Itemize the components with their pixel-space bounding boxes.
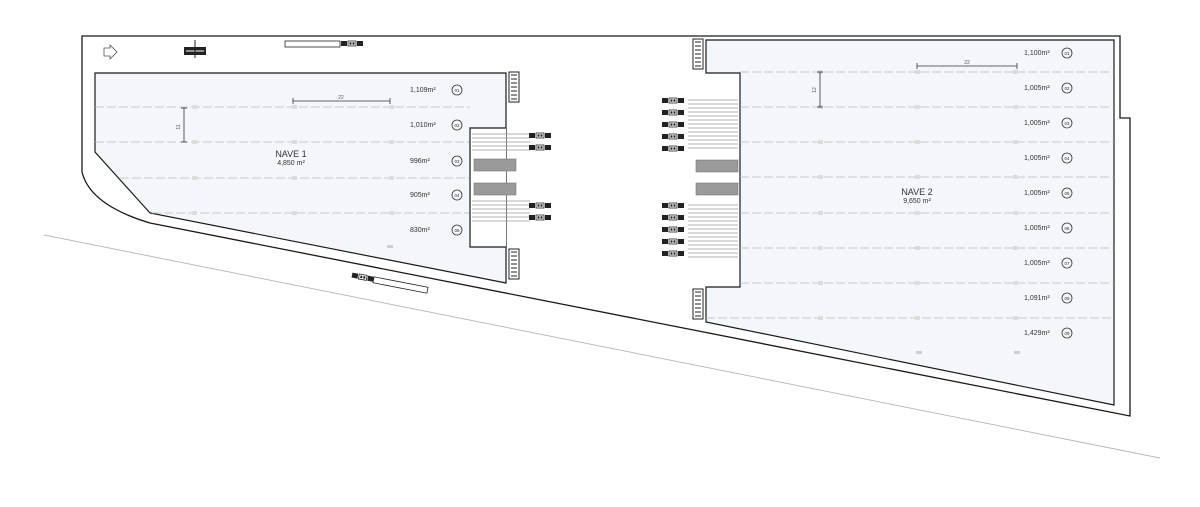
- module-tag: 07: [1064, 261, 1070, 266]
- module-tag: 06: [1064, 226, 1070, 231]
- module-tag-icon: [451, 84, 463, 236]
- module-tag-icon: [1061, 47, 1073, 339]
- module-area: 1,005m²: [1024, 190, 1050, 197]
- module-area: 830m²: [410, 227, 431, 234]
- nave-1-dock-door: [473, 158, 517, 172]
- module-area: 1,109m²: [410, 87, 436, 94]
- module-tag: 04: [1064, 156, 1070, 161]
- nave-2: 22 12 NAVE 2 9,650 m² 1,100m² 1,005m² 1,…: [661, 38, 1115, 406]
- nave-1-dim-height: 11: [176, 107, 187, 143]
- street-line: [43, 234, 1161, 459]
- nave-2-name: NAVE 2: [901, 187, 932, 197]
- module-tag: 04: [454, 193, 460, 198]
- nave-1-column-marks: [192, 105, 394, 215]
- module-tag: 05: [1064, 191, 1070, 196]
- module-area: 1,005m²: [1024, 260, 1050, 267]
- roller-door-icon: [692, 288, 704, 320]
- nave-1-marker: [387, 245, 393, 248]
- nave-2-floor: [705, 39, 1115, 406]
- module-area: 1,005m²: [1024, 225, 1050, 232]
- module-tag: 01: [1064, 51, 1070, 56]
- dim-width-label: 22: [338, 95, 344, 101]
- nave-1-area: 4,850 m²: [277, 160, 305, 167]
- nave-2-area: 9,650 m²: [903, 198, 931, 205]
- nave-1-dock-ramps: [472, 133, 530, 222]
- nave-2-module-labels: 1,100m² 1,005m² 1,005m² 1,005m² 1,005m² …: [1024, 47, 1073, 339]
- roller-door-icon: [508, 71, 520, 103]
- module-tag: 08: [1064, 296, 1070, 301]
- roller-door-icon: [692, 38, 704, 70]
- barrier-icon: [351, 272, 429, 294]
- nave-2-dim-width: 22: [916, 60, 1018, 69]
- module-area: 1,429m²: [1024, 330, 1050, 337]
- module-tag: 02: [1064, 86, 1070, 91]
- dim-height-label: 11: [176, 124, 182, 129]
- entry-arrow-icon: [103, 44, 118, 60]
- nave-1-dock-door: [473, 182, 517, 196]
- module-area: 1,010m²: [410, 122, 436, 129]
- barrier-icon: [284, 40, 364, 48]
- nave-2-dim-height: 12: [812, 71, 823, 108]
- nave-2-marker: [916, 351, 922, 354]
- dim-width-label: 22: [964, 60, 970, 66]
- roller-door-icon: [508, 248, 520, 280]
- nave-2-dock-door: [695, 182, 739, 196]
- nave-2-dock-ramps: [688, 99, 738, 258]
- gate-icon: [184, 40, 206, 58]
- nave-2-dock-door: [695, 159, 739, 173]
- module-area: 1,005m²: [1024, 120, 1050, 127]
- nave-2-marker: [1014, 351, 1020, 354]
- module-tag: 03: [454, 159, 460, 164]
- dim-height-label: 12: [812, 87, 818, 93]
- nave-1-dim-width: 22: [292, 95, 391, 104]
- module-area: 905m²: [410, 192, 431, 199]
- module-tag: 01: [454, 88, 460, 93]
- module-tag: 05: [454, 228, 460, 233]
- module-area: 1,005m²: [1024, 155, 1050, 162]
- module-area: 996m²: [410, 158, 431, 165]
- module-area: 1,005m²: [1024, 85, 1050, 92]
- module-area: 1,100m²: [1024, 50, 1050, 57]
- module-tag: 03: [1064, 121, 1070, 126]
- nave-2-module-lines: [706, 71, 1114, 319]
- module-tag: 02: [454, 123, 460, 128]
- module-area: 1,091m²: [1024, 295, 1050, 302]
- nave-1-name: NAVE 1: [275, 149, 306, 159]
- module-tag: 09: [1064, 331, 1070, 336]
- nave-1: 22 11 NAVE 1 4,850 m² 1,109m² 1,010m² 99…: [94, 71, 552, 284]
- nave-1-module-labels: 1,109m² 1,010m² 996m² 905m² 830m² 01 02 …: [410, 84, 463, 236]
